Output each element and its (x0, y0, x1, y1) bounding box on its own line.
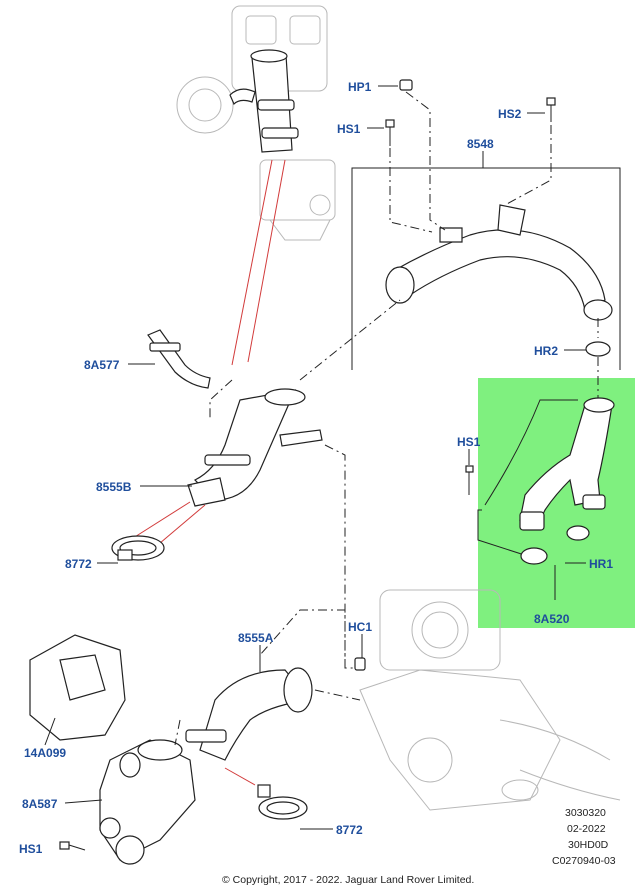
meta-line-4: C0270940-03 (552, 855, 616, 867)
label-8555b: 8555B (96, 480, 132, 494)
bleed-plug-hp1 (399, 79, 413, 91)
engine-ghost-top (176, 5, 336, 241)
o-ring-hr1-b (520, 547, 548, 565)
label-8555a: 8555A (238, 631, 274, 645)
housing-8a587 (99, 739, 196, 865)
label-hs1-top: HS1 (337, 122, 361, 136)
label-8a587: 8A587 (22, 797, 58, 811)
o-ring-hr2 (585, 341, 611, 357)
upper-hose-top (229, 49, 299, 153)
label-hr1: HR1 (589, 557, 613, 571)
label-hs2: HS2 (498, 107, 522, 121)
screw-hs1-mid (465, 465, 474, 495)
engine-ghost-bottom (359, 589, 621, 811)
hose-8555b (187, 388, 323, 507)
label-8a520: 8A520 (534, 612, 570, 626)
coolant-pipe-8a520 (519, 397, 615, 531)
screw-hs2 (546, 97, 556, 122)
meta-line-2: 02-2022 (567, 823, 606, 835)
hose-8555a (185, 667, 313, 761)
meta-line-3: 30HD0D (568, 839, 609, 851)
cover-14a099 (29, 634, 126, 741)
label-8a577: 8A577 (84, 358, 120, 372)
highlight-panel-8a520 (478, 378, 635, 628)
screw-hs1-bottom (59, 841, 86, 851)
label-8772-bottom: 8772 (336, 823, 363, 837)
screw-hs1-top (385, 119, 395, 146)
label-hp1: HP1 (348, 80, 372, 94)
label-14a099: 14A099 (24, 746, 66, 760)
label-hs1-mid: HS1 (457, 435, 481, 449)
label-hs1-bottom: HS1 (19, 842, 43, 856)
label-hc1: HC1 (348, 620, 372, 634)
copyright-text: © Copyright, 2017 - 2022. Jaguar Land Ro… (222, 874, 474, 886)
label-8548: 8548 (467, 137, 494, 151)
clamp-8772-bottom (257, 784, 308, 820)
clip-hc1 (354, 657, 366, 671)
o-ring-hr1-a (566, 525, 590, 541)
hose-8a577 (147, 329, 211, 389)
label-8772-top: 8772 (65, 557, 92, 571)
meta-line-1: 3030320 (565, 807, 606, 819)
coolant-pipe-8548 (385, 204, 613, 321)
label-hr2: HR2 (534, 344, 558, 358)
clamp-8772-top (111, 535, 165, 561)
